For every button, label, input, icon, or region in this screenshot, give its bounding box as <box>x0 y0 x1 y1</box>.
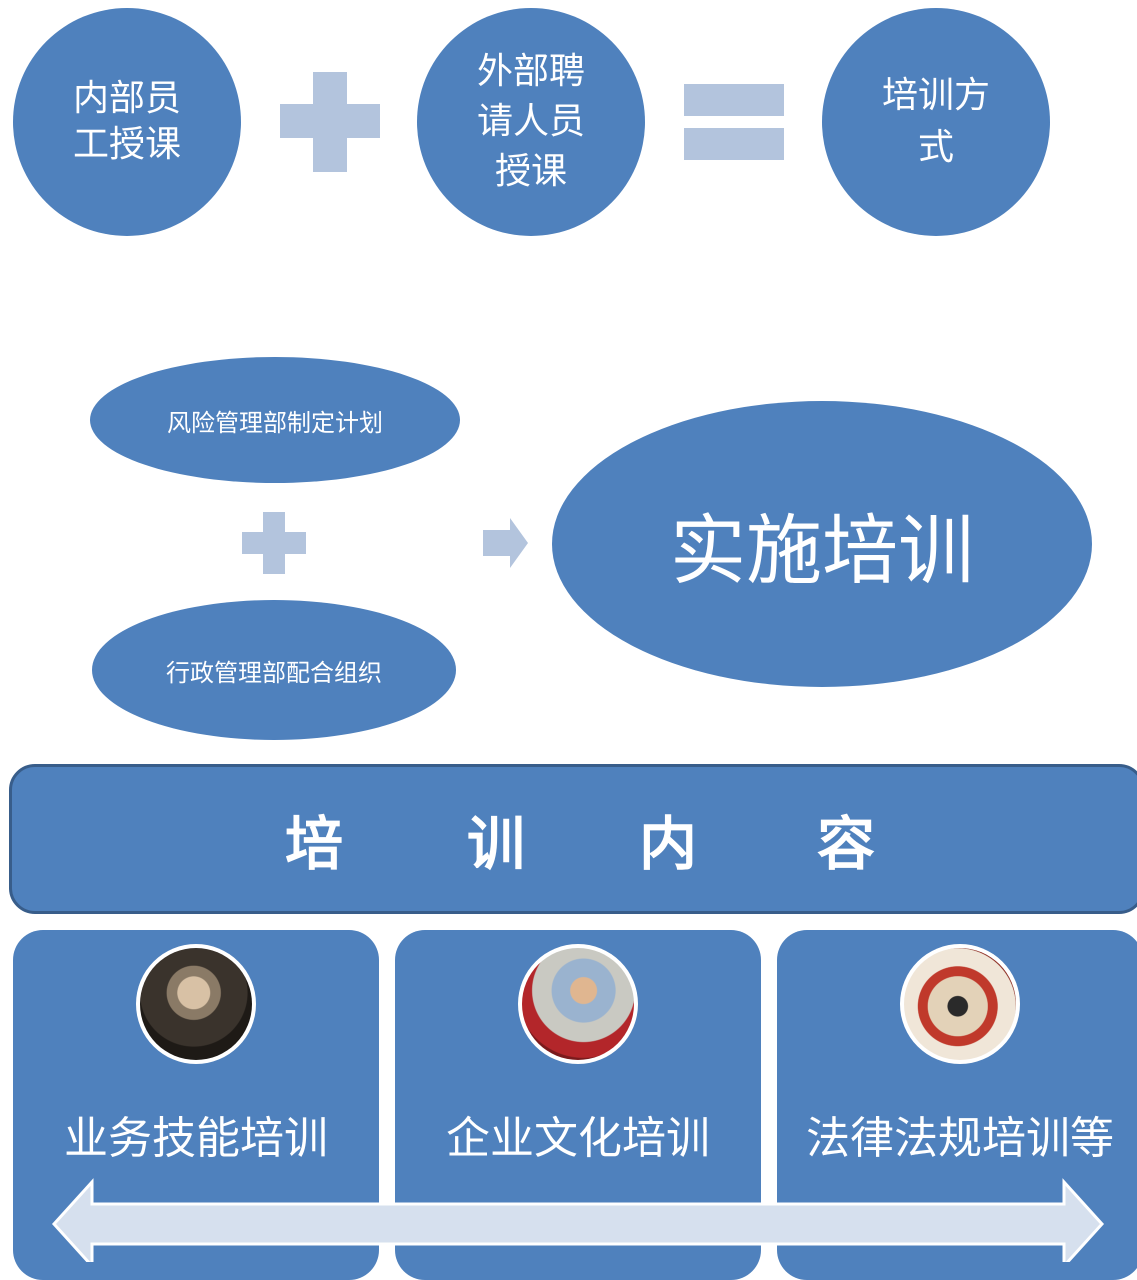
speaker-photo <box>522 948 634 1060</box>
plus-icon <box>280 72 380 172</box>
business-skills-card: 业务技能培训 <box>13 930 379 1280</box>
avatar <box>900 944 1020 1064</box>
admin-dept-organize-ellipse: 行政管理部配合组织 <box>92 600 456 740</box>
avatar <box>136 944 256 1064</box>
ellipse-label: 风险管理部制定计划 <box>167 408 383 437</box>
card-label: 企业文化培训 <box>446 1113 710 1164</box>
circle-text-line: 外部聘 <box>476 51 585 92</box>
speaker-photo <box>904 948 1016 1060</box>
card-label: 业务技能培训 <box>64 1113 328 1164</box>
training-content-header: 培 训 内 容 <box>9 764 1137 914</box>
internal-staff-circle: 内部员 工授课 <box>13 8 241 236</box>
header-char: 内 <box>638 810 698 878</box>
training-method-circle: 培训方 式 <box>822 8 1050 236</box>
speaker-photo <box>140 948 252 1060</box>
plus-icon <box>242 512 306 574</box>
implement-training-ellipse: 实施培训 <box>552 401 1092 687</box>
circle-text-line: 内部员 <box>72 78 181 119</box>
external-staff-circle: 外部聘 请人员 授课 <box>417 8 645 236</box>
header-char: 训 <box>466 810 526 878</box>
laws-regulations-card: 法律法规培训等 <box>777 930 1137 1280</box>
corporate-culture-card: 企业文化培训 <box>395 930 761 1280</box>
ellipse-label: 实施培训 <box>670 506 974 595</box>
card-label: 法律法规培训等 <box>806 1113 1114 1164</box>
header-char: 容 <box>816 810 876 878</box>
circle-text-line: 授课 <box>494 151 567 192</box>
avatar <box>518 944 638 1064</box>
header-char: 培 <box>284 810 344 878</box>
ellipse-label: 行政管理部配合组织 <box>166 658 382 687</box>
circle-text-line: 式 <box>917 127 954 168</box>
circle-text-line: 工授课 <box>72 124 181 165</box>
risk-dept-plan-ellipse: 风险管理部制定计划 <box>90 357 460 483</box>
circle-text-line: 培训方 <box>881 75 990 116</box>
circle-text-line: 请人员 <box>476 101 585 142</box>
